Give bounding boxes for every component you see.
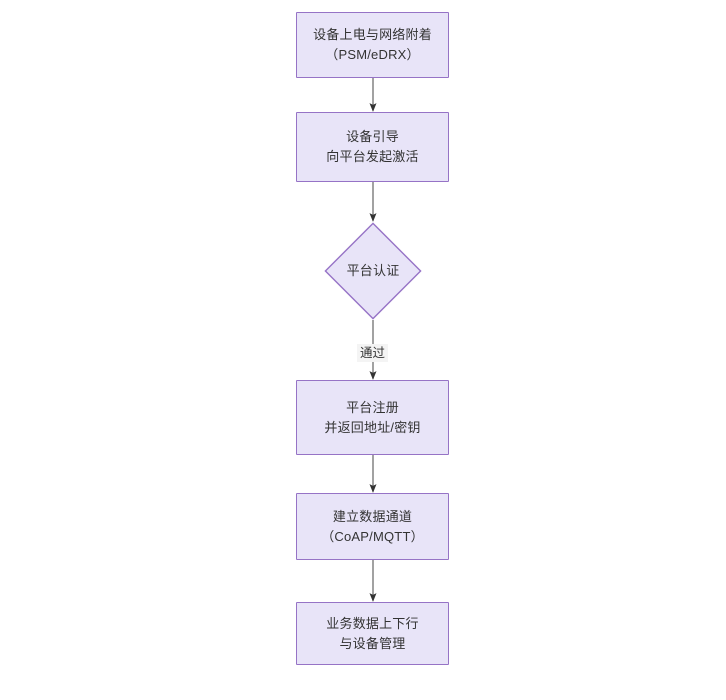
node-label: 业务数据上下行 与设备管理 xyxy=(326,615,419,651)
node-device-power-on[interactable]: 设备上电与网络附着 （PSM/eDRX） xyxy=(296,12,449,78)
node-business-data-and-device-management[interactable]: 业务数据上下行 与设备管理 xyxy=(296,602,449,665)
node-device-bootstrap[interactable]: 设备引导 向平台发起激活 xyxy=(296,112,449,182)
node-label: 设备上电与网络附着 （PSM/eDRX） xyxy=(313,27,432,62)
diamond-shape xyxy=(324,222,422,320)
node-label: 平台注册 并返回地址/密钥 xyxy=(324,399,421,435)
node-label: 建立数据通道 （CoAP/MQTT） xyxy=(321,508,424,544)
node-label: 设备引导 向平台发起激活 xyxy=(326,129,419,164)
edge-label-pass: 通过 xyxy=(357,344,389,362)
node-establish-data-channel[interactable]: 建立数据通道 （CoAP/MQTT） xyxy=(296,493,449,560)
node-platform-authentication[interactable]: 平台认证 xyxy=(324,222,422,320)
node-label: 平台认证 xyxy=(346,263,400,278)
node-platform-registration[interactable]: 平台注册 并返回地址/密钥 xyxy=(296,380,449,455)
